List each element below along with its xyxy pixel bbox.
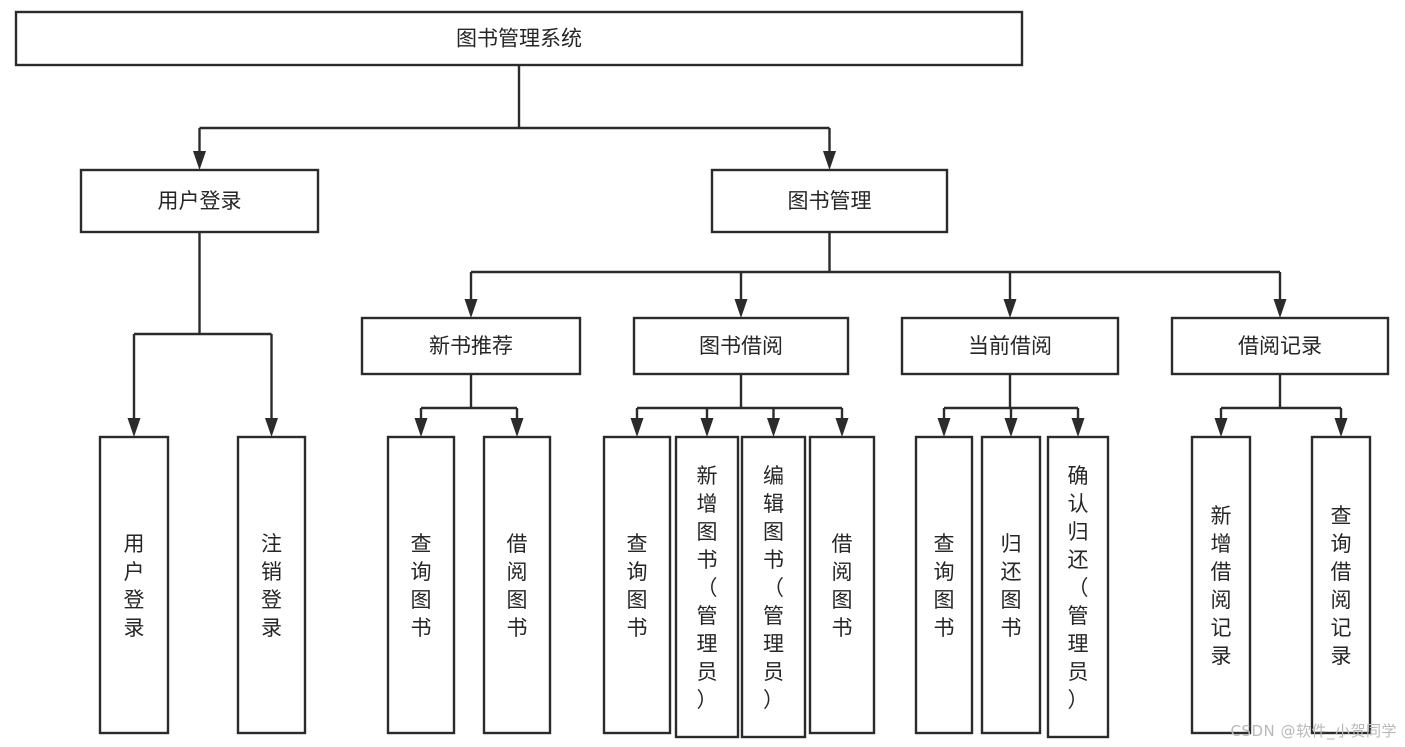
arrow-head-icon: [193, 151, 206, 170]
arrow-head-icon: [1004, 418, 1018, 437]
node-box-leaf-edit-book: [740, 435, 807, 739]
node-box-leaf-add-borrow-record: [1190, 435, 1252, 735]
node-leaf-borrow-book-1[interactable]: 借阅图书: [482, 435, 552, 735]
edge-group-book-management: [464, 232, 1287, 318]
node-label-leaf-logout: 注销登录: [261, 532, 282, 640]
node-label-leaf-return-book: 归还图书: [1001, 532, 1022, 640]
node-box-current-borrow: [900, 316, 1120, 376]
node-label-book-borrow: 图书借阅: [699, 334, 783, 358]
node-box-leaf-add-book: [674, 435, 740, 739]
edge-group-borrow-record: [1214, 374, 1348, 437]
node-borrow-record[interactable]: 借阅记录: [1170, 316, 1390, 376]
node-leaf-query-borrow-record[interactable]: 查询借阅记录: [1310, 435, 1372, 735]
arrow-head-icon: [1071, 418, 1085, 437]
node-box-leaf-query-book-3: [914, 435, 974, 735]
node-user-login[interactable]: 用户登录: [79, 168, 320, 234]
node-box-leaf-query-book-1: [386, 435, 456, 735]
node-box-leaf-borrow-book-1: [482, 435, 552, 735]
node-label-borrow-record: 借阅记录: [1238, 334, 1322, 358]
node-leaf-return-book[interactable]: 归还图书: [980, 435, 1042, 735]
node-box-leaf-query-borrow-record: [1310, 435, 1372, 735]
arrow-head-icon: [630, 418, 644, 437]
node-root[interactable]: 图书管理系统: [14, 10, 1024, 67]
arrow-head-icon: [127, 418, 141, 437]
csdn-watermark: CSDN @软件_小贺同学: [1230, 722, 1397, 740]
node-leaf-borrow-book-2[interactable]: 借阅图书: [808, 435, 876, 735]
node-leaf-add-borrow-record[interactable]: 新增借阅记录: [1190, 435, 1252, 735]
arrow-head-icon: [265, 418, 278, 437]
node-label-book-management: 图书管理: [788, 189, 872, 213]
node-label-leaf-query-book-2: 查询图书: [627, 532, 648, 640]
node-leaf-query-book-2[interactable]: 查询图书: [602, 435, 672, 735]
node-label-leaf-query-book-1: 查询图书: [411, 532, 432, 640]
arrow-head-icon: [835, 418, 849, 437]
node-book-management[interactable]: 图书管理: [710, 168, 949, 234]
arrow-head-icon: [823, 151, 836, 170]
arrow-head-icon: [734, 299, 748, 318]
node-leaf-confirm-return[interactable]: 确认归还（管理员）: [1046, 435, 1110, 739]
node-label-leaf-edit-book: 编辑图书（管理员）: [763, 464, 784, 712]
arrow-head-icon: [1334, 418, 1348, 437]
edge-group-current-borrow: [937, 374, 1085, 437]
arrow-head-icon: [510, 418, 524, 437]
arrow-head-icon: [1003, 299, 1017, 318]
node-box-root: [14, 10, 1024, 67]
node-label-leaf-query-borrow-record: 查询借阅记录: [1331, 504, 1352, 668]
arrow-head-icon: [464, 299, 478, 318]
node-current-borrow[interactable]: 当前借阅: [900, 316, 1120, 376]
arrow-head-icon: [1214, 418, 1228, 437]
node-label-current-borrow: 当前借阅: [968, 334, 1052, 358]
node-label-leaf-add-borrow-record: 新增借阅记录: [1211, 504, 1232, 668]
node-box-leaf-logout: [236, 435, 307, 735]
node-label-user-login: 用户登录: [158, 189, 242, 213]
connectors-layer: [127, 65, 1348, 437]
node-box-book-management: [710, 168, 949, 234]
edge-group-user-login: [127, 232, 278, 437]
node-label-root: 图书管理系统: [456, 27, 582, 51]
node-box-user-login: [79, 168, 320, 234]
arrow-head-icon: [767, 418, 780, 437]
node-book-borrow[interactable]: 图书借阅: [632, 316, 850, 376]
node-box-new-book-recommend: [360, 316, 582, 376]
edge-group-new-book-recommend: [414, 374, 524, 437]
node-label-leaf-confirm-return: 确认归还（管理员）: [1068, 464, 1089, 712]
node-label-leaf-add-book: 新增图书（管理员）: [697, 464, 718, 712]
node-label-leaf-query-book-3: 查询图书: [934, 532, 955, 640]
edge-group-root: [193, 65, 836, 170]
arrow-head-icon: [1273, 299, 1287, 318]
arrow-head-icon: [937, 418, 951, 437]
node-box-leaf-query-book-2: [602, 435, 672, 735]
node-box-leaf-borrow-book-2: [808, 435, 876, 735]
edge-group-book-borrow: [630, 374, 849, 437]
node-leaf-user-login[interactable]: 用户登录: [98, 435, 170, 735]
arrow-head-icon: [700, 418, 714, 437]
node-leaf-edit-book[interactable]: 编辑图书（管理员）: [740, 435, 807, 739]
node-leaf-add-book[interactable]: 新增图书（管理员）: [674, 435, 740, 739]
node-new-book-recommend[interactable]: 新书推荐: [360, 316, 582, 376]
node-box-leaf-confirm-return: [1046, 435, 1110, 739]
node-leaf-query-book-1[interactable]: 查询图书: [386, 435, 456, 735]
node-label-leaf-borrow-book-2: 借阅图书: [832, 532, 853, 640]
arrow-head-icon: [414, 418, 428, 437]
node-box-leaf-user-login: [98, 435, 170, 735]
node-label-leaf-borrow-book-1: 借阅图书: [507, 532, 528, 640]
node-box-book-borrow: [632, 316, 850, 376]
node-label-leaf-user-login: 用户登录: [124, 532, 145, 640]
node-label-new-book-recommend: 新书推荐: [429, 334, 513, 358]
node-box-leaf-return-book: [980, 435, 1042, 735]
node-box-borrow-record: [1170, 316, 1390, 376]
nodes-layer: 图书管理系统用户登录图书管理新书推荐图书借阅当前借阅借阅记录用户登录注销登录查询…: [14, 10, 1390, 739]
node-leaf-query-book-3[interactable]: 查询图书: [914, 435, 974, 735]
node-leaf-logout[interactable]: 注销登录: [236, 435, 307, 735]
